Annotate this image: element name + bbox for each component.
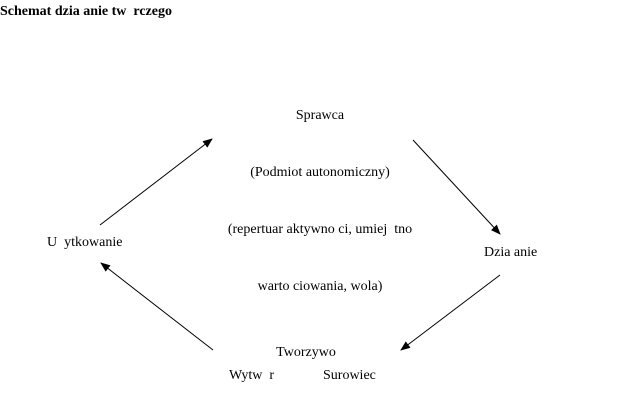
diagram-title: Schemat dzia anie tw rczego [0,4,172,19]
node-agent: Sprawca (Podmiot autonomiczny) (repertua… [228,68,412,315]
agent-label: Sprawca [295,108,345,123]
node-usage: U ytkowanie [47,235,123,250]
edge-agent-to-action [412,139,501,235]
node-product: Wytw r [229,368,275,383]
edge-usage-to-agent [99,138,213,226]
node-material: Tworzywo [276,345,336,360]
node-raw: Surowiec [323,368,376,383]
edge-material-to-usage [100,262,214,351]
edge-action-to-material [400,274,501,351]
agent-detail-2: warto ciowania, wola) [257,279,383,294]
agent-detail-1: (repertuar aktywno ci, umiej tno [227,222,413,237]
node-action: Dzia anie [484,245,538,260]
agent-subtitle: (Podmiot autonomiczny) [250,165,390,180]
